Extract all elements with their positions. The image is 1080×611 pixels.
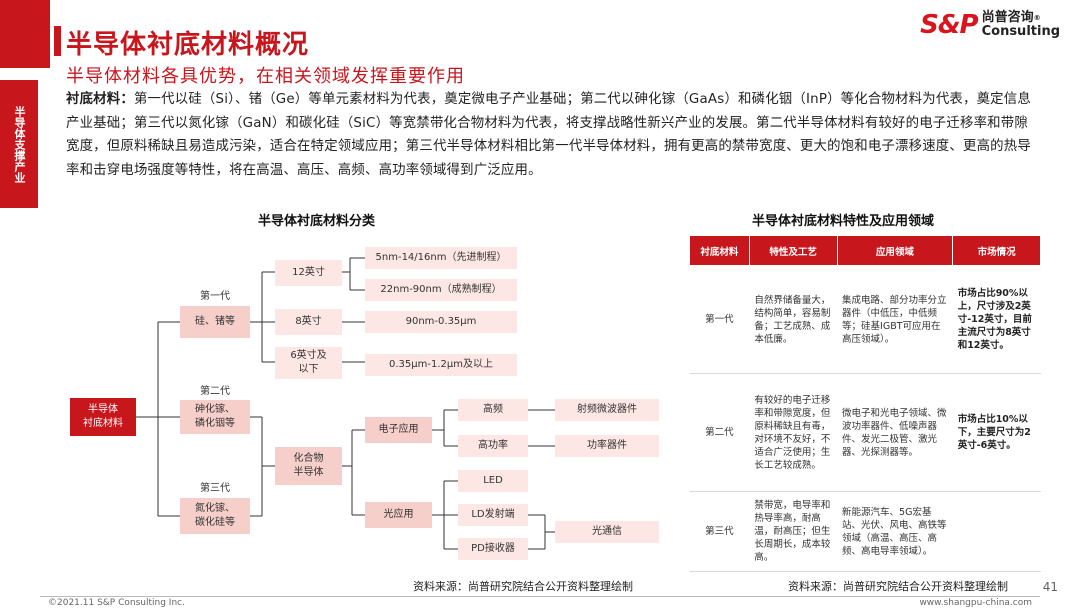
gen2-label: 第二代 xyxy=(200,386,230,397)
header-market: 市场情况 xyxy=(952,235,1041,266)
row-feature: 禁带宽，电导率和热导率高，耐高温，耐高压；但生长周期长，成本较高。 xyxy=(749,491,838,572)
pd-receiver-node[interactable]: PD接收器 xyxy=(458,538,528,560)
row-gen: 第一代 xyxy=(689,265,750,374)
row-market: 市场占比90%以上，尺寸涉及2英寸-12英寸，目前主流尺寸为8英寸和12英寸。 xyxy=(952,265,1041,374)
ld-emitter-node[interactable]: LD发射端 xyxy=(458,504,528,526)
logo-cn: 尚普咨询 xyxy=(981,10,1034,25)
diagram-title: 半导体衬底材料分类 xyxy=(258,214,376,229)
header-application: 应用领域 xyxy=(836,235,954,266)
high-power-node[interactable]: 高功率 xyxy=(458,435,528,457)
process-advanced[interactable]: 5nm-14/16nm（先进制程） xyxy=(365,247,517,269)
high-frequency-node[interactable]: 高频 xyxy=(458,399,528,421)
wafer-6-inch[interactable]: 6英寸及 以下 xyxy=(275,347,342,379)
source-note-right: 资料来源：尚普研究院结合公开资料整理绘制 xyxy=(788,580,1008,593)
table-header-row: 衬底材料 特性及工艺 应用领域 市场情况 xyxy=(689,235,1041,266)
table-row: 第二代 有较好的电子迁移率和带隙宽度，但原料稀缺且有毒，对环境不友好，不适合广泛… xyxy=(689,373,1041,492)
optical-comm-node[interactable]: 光通信 xyxy=(555,521,659,543)
spec-table: 衬底材料 特性及工艺 应用领域 市场情况 第一代 自然界储备量大，结构简单，容易… xyxy=(689,235,1041,572)
row-market xyxy=(952,491,1041,572)
logo-text: 尚普咨询® Consulting xyxy=(982,11,1060,39)
process-6-inch[interactable]: 0.35μm-1.2μm及以上 xyxy=(365,354,517,376)
wafer-8-inch[interactable]: 8英寸 xyxy=(275,309,342,335)
row-gen: 第二代 xyxy=(689,373,750,492)
row-application: 集成电路、部分功率分立器件（中低压，中低频等；硅基IGBT可应用在高压领域）。 xyxy=(837,265,953,374)
brand-logo: S&P 尚普咨询® Consulting xyxy=(920,10,1060,40)
process-mature[interactable]: 22nm-90nm（成熟制程） xyxy=(365,279,517,301)
table-row: 第一代 自然界储备量大，结构简单，容易制备；工艺成熟、成本低廉。 集成电路、部分… xyxy=(689,265,1041,374)
gen1-node[interactable]: 硅、锗等 xyxy=(180,306,250,338)
process-8-inch[interactable]: 90nm-0.35μm xyxy=(365,311,517,333)
page-title: 半导体衬底材料概况 xyxy=(66,30,310,60)
row-application: 微电子和光电子领域、微波功率器件、低噪声器件、发光二极管、激光器、光探测器等。 xyxy=(837,373,953,492)
intro-text: 第一代以硅（Si）、锗（Ge）等单元素材料为代表，奠定微电子产业基础；第二代以砷… xyxy=(66,92,1031,178)
gen1-label: 第一代 xyxy=(200,291,230,302)
source-note-left: 资料来源：尚普研究院结合公开资料整理绘制 xyxy=(413,580,633,593)
logo-en: Consulting xyxy=(981,24,1060,39)
led-node[interactable]: LED xyxy=(458,470,528,492)
wafer-12-inch[interactable]: 12英寸 xyxy=(275,260,342,286)
title-accent-bar xyxy=(54,26,61,56)
intro-paragraph: 衬底材料：第一代以硅（Si）、锗（Ge）等单元素材料为代表，奠定微电子产业基础；… xyxy=(66,88,1032,182)
power-device-node[interactable]: 功率器件 xyxy=(555,435,659,457)
header-material: 衬底材料 xyxy=(689,235,750,266)
row-feature: 有较好的电子迁移率和带隙宽度，但原料稀缺且有毒，对环境不友好，不适合广泛使用；生… xyxy=(749,373,838,492)
table-row: 第三代 禁带宽，电导率和热导率高，耐高温，耐高压；但生长周期长，成本较高。 新能… xyxy=(689,491,1041,572)
rf-microwave-node[interactable]: 射频微波器件 xyxy=(555,399,659,421)
row-market: 市场占比10%以下，主要尺寸为2英寸-6英寸。 xyxy=(952,373,1041,492)
electronic-app-node[interactable]: 电子应用 xyxy=(365,417,432,443)
side-section-tab[interactable]: 半导体支撑产业 xyxy=(0,80,38,208)
footer-website[interactable]: www.shangpu-china.com xyxy=(919,598,1032,608)
row-gen: 第三代 xyxy=(689,491,750,572)
gen3-node[interactable]: 氮化镓、 碳化硅等 xyxy=(180,498,250,534)
intro-lead: 衬底材料： xyxy=(66,92,134,107)
gen3-label: 第三代 xyxy=(200,483,230,494)
root-node[interactable]: 半导体 衬底材料 xyxy=(70,398,136,436)
corner-block xyxy=(0,0,50,68)
row-application: 新能源汽车、5G宏基站、光伏、风电、高铁等领域（高温、高压、高频、高电导率领域）… xyxy=(837,491,953,572)
page-subtitle: 半导体材料各具优势，在相关领域发挥重要作用 xyxy=(66,66,465,87)
logo-mark: S&P xyxy=(920,10,978,40)
gen2-node[interactable]: 砷化镓、 磷化铟等 xyxy=(180,400,250,434)
compound-node[interactable]: 化合物 半导体 xyxy=(275,447,342,485)
header-feature: 特性及工艺 xyxy=(748,235,838,266)
row-feature: 自然界储备量大，结构简单，容易制备；工艺成熟、成本低廉。 xyxy=(749,265,838,374)
logo-reg: ® xyxy=(1033,14,1041,22)
table-title: 半导体衬底材料特性及应用领域 xyxy=(752,214,935,229)
page-number: 41 xyxy=(1042,580,1058,594)
footer-divider xyxy=(40,596,1040,597)
optical-app-node[interactable]: 光应用 xyxy=(365,502,432,528)
footer-copyright: ©2021.11 S&P Consulting Inc. xyxy=(48,598,185,608)
